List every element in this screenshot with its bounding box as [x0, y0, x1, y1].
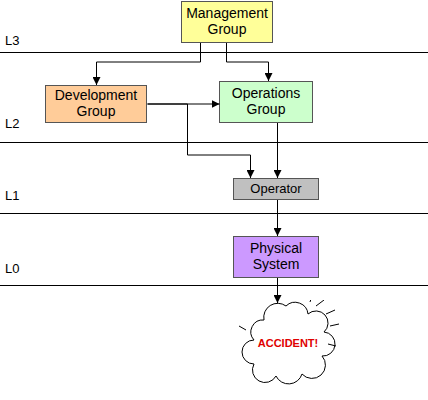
- burst-line: [326, 310, 335, 314]
- arrow-connector: [148, 104, 220, 105]
- box-label: ACCIDENT!: [256, 337, 321, 349]
- box-label: Physical System: [234, 241, 318, 272]
- level-label: L0: [5, 261, 19, 276]
- box-label: Management Group: [182, 6, 272, 37]
- arrow-connector: [97, 43, 201, 85]
- arrow-connector: [277, 200, 278, 236]
- level-label: L3: [5, 33, 19, 48]
- operator-box: Operator: [233, 178, 319, 200]
- cloud-shape: [242, 302, 335, 384]
- box-label: Operations Group: [220, 86, 312, 117]
- burst-line: [330, 324, 339, 326]
- arrow-connector: [227, 43, 269, 81]
- system-box: Physical System: [233, 236, 319, 278]
- arrow-connector: [277, 123, 278, 178]
- level-label: L1: [5, 188, 19, 203]
- box-label: Operator: [248, 182, 303, 197]
- arrow-connector: [277, 278, 278, 303]
- burst-line: [310, 300, 312, 302]
- level-divider: [0, 213, 428, 214]
- level-divider: [0, 285, 428, 286]
- arrow-connector: [148, 104, 251, 178]
- group-box: Management Group: [181, 1, 273, 43]
- group-box: Operations Group: [219, 81, 313, 123]
- level-divider: [0, 52, 428, 53]
- burst-line: [316, 300, 324, 306]
- accident-cloud: ACCIDENT!: [236, 300, 340, 386]
- level-label: L2: [5, 116, 19, 131]
- level-divider: [0, 142, 428, 143]
- box-label: Development Group: [46, 88, 146, 119]
- burst-line: [239, 326, 246, 330]
- group-box: Development Group: [45, 85, 147, 123]
- burst-line: [328, 344, 336, 346]
